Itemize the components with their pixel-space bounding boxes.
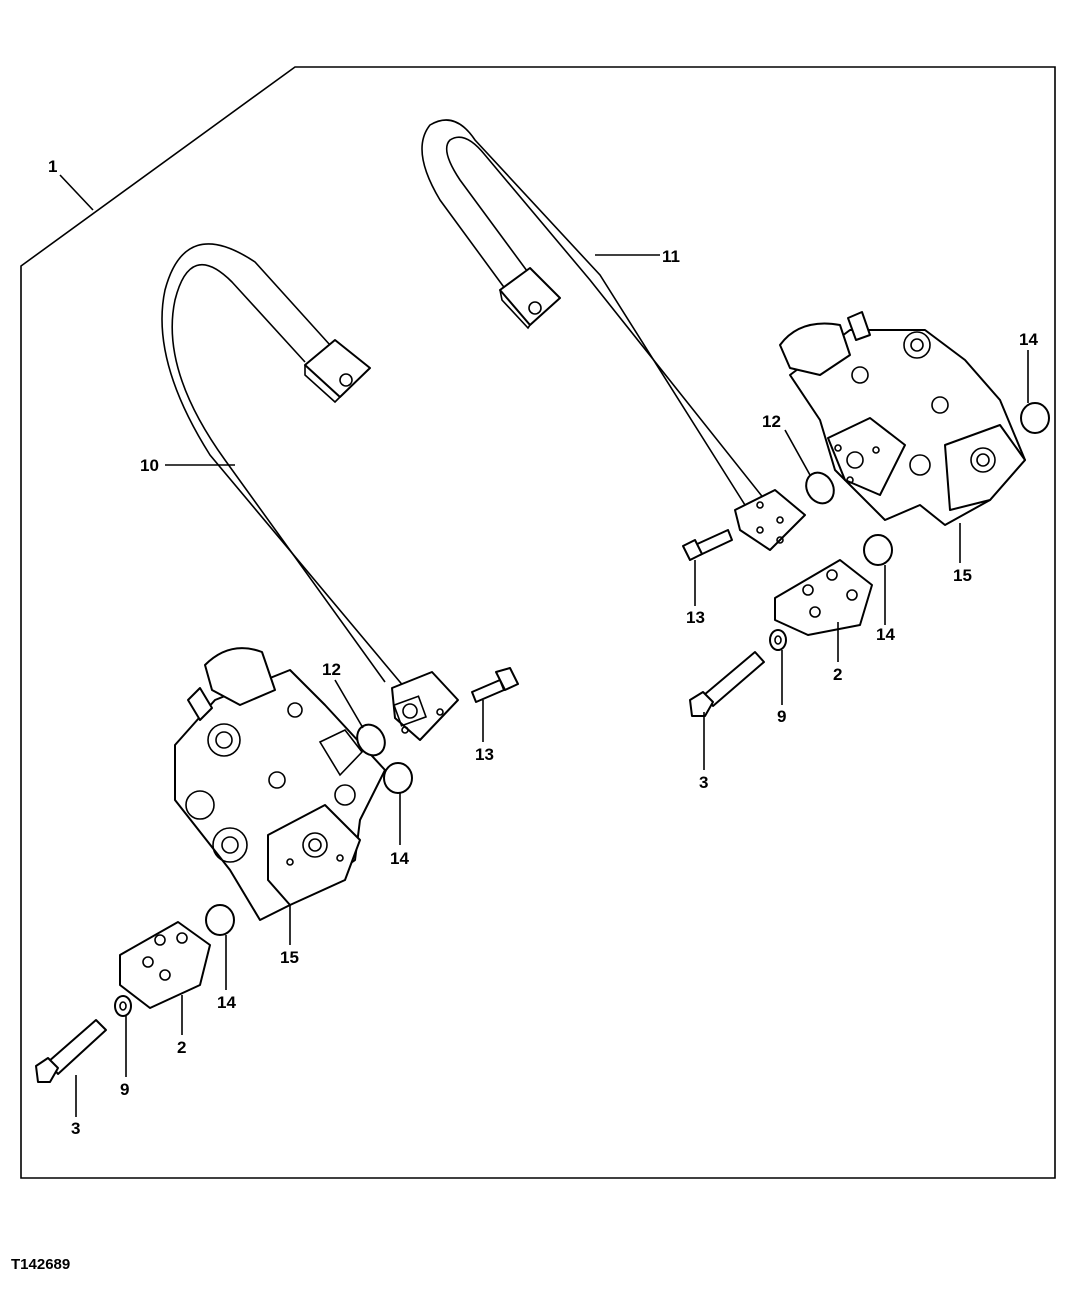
right-hardware (682, 402, 1050, 717)
callout-flange-left: 2 (177, 1038, 186, 1057)
left-hardware (35, 667, 519, 1083)
callout-bolt-tube-left: 13 (475, 745, 494, 764)
callout-pump-right: 15 (953, 566, 972, 585)
diagram-frame (20, 66, 1056, 1179)
callout-pump-left: 15 (280, 948, 299, 967)
callout-capscrew-right: 3 (699, 773, 708, 792)
callout-tube-right: 11 (662, 247, 680, 266)
callout-capscrew-left: 3 (71, 1119, 80, 1138)
callout-oring-right: 12 (762, 412, 781, 431)
callout-frame: 1 (48, 157, 57, 176)
callout-flange-right: 2 (833, 665, 842, 684)
callout-seal-left-upper: 14 (390, 849, 409, 868)
tube-left (161, 243, 459, 741)
callout-seal-left-lower: 14 (217, 993, 236, 1012)
callout-washer-right: 9 (777, 707, 786, 726)
callout-seal-right-upper: 14 (1019, 330, 1038, 349)
callout-bolt-tube-right: 13 (686, 608, 705, 627)
callout-seal-right-lower: 14 (876, 625, 895, 644)
callout-oring-left: 12 (322, 660, 341, 679)
pump-left (174, 647, 386, 921)
tube-right (421, 119, 806, 551)
callout-washer-left: 9 (120, 1080, 129, 1099)
figure-id: T142689 (11, 1256, 70, 1273)
pump-right (779, 311, 1026, 526)
callout-tube-left: 10 (140, 456, 159, 475)
leader-lines (59, 174, 1029, 1117)
